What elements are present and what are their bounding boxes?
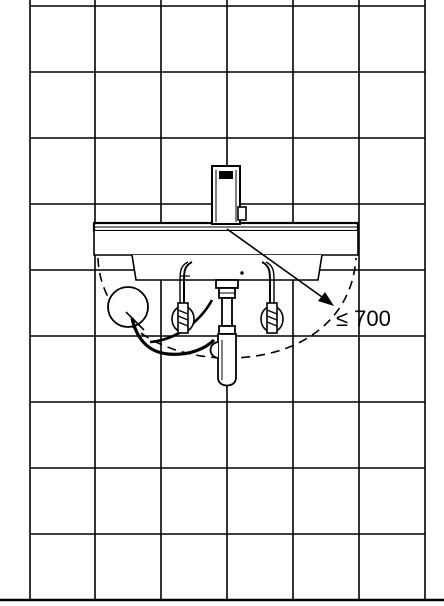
bottle-trap — [209, 279, 239, 387]
dimension-label: ≤ 700 — [336, 306, 391, 331]
control-box — [107, 286, 216, 356]
angle-valve-right — [260, 261, 284, 334]
angle-valve-left — [171, 261, 195, 334]
dimension-arrow — [226, 228, 334, 306]
sensor-faucet — [211, 165, 247, 225]
wash-basin — [92, 221, 360, 281]
